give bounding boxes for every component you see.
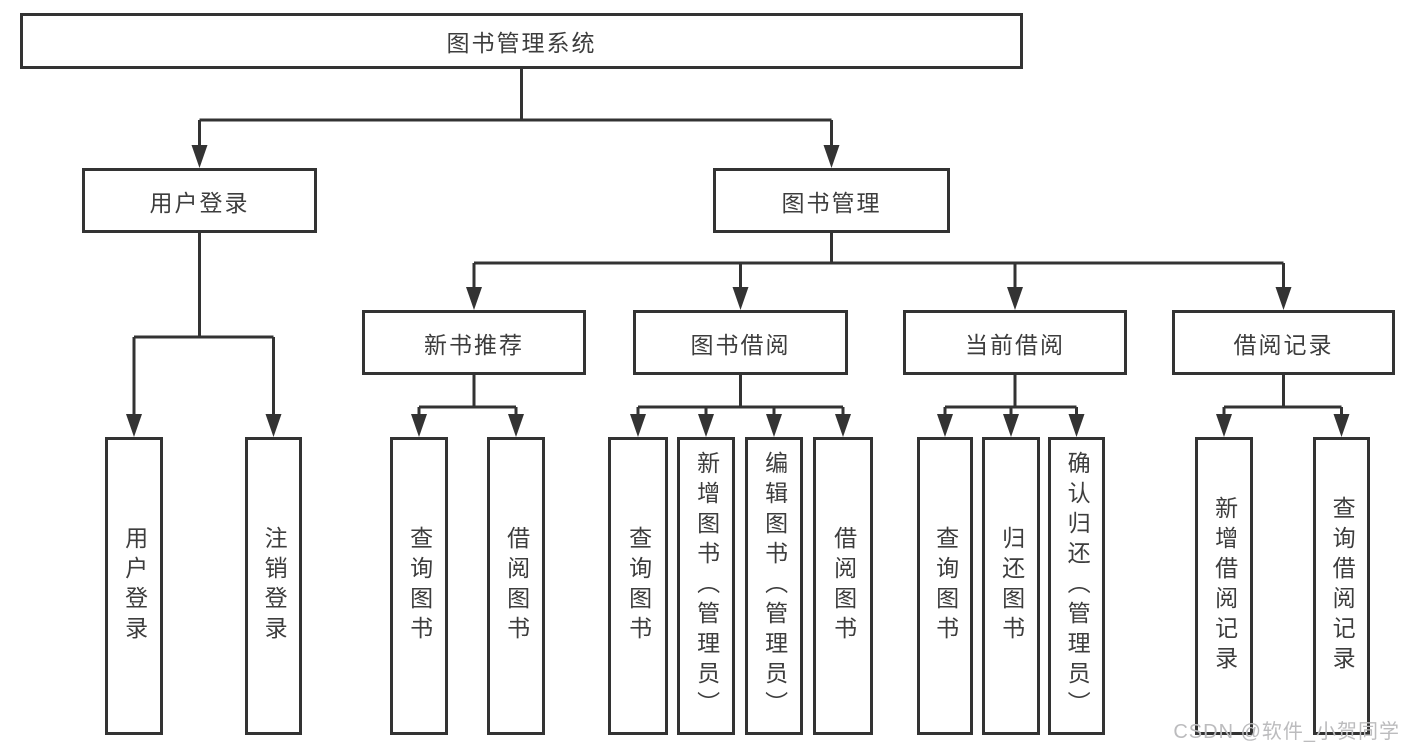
node-edit-book-admin: 编辑图书（管理员） xyxy=(745,437,803,735)
arrow-down-icon xyxy=(937,414,953,437)
node-confirm-return-admin: 确认归还（管理员） xyxy=(1048,437,1105,735)
arrow-down-icon xyxy=(265,414,282,437)
arrow-down-icon xyxy=(1007,287,1023,310)
connector-path xyxy=(132,69,1343,416)
node-add-book-admin: 新增图书（管理员） xyxy=(677,437,735,735)
arrow-down-icon xyxy=(508,414,524,437)
arrow-down-icon xyxy=(835,414,851,437)
node-query-books-borrowing: 查询图书 xyxy=(608,437,668,735)
arrow-down-icon xyxy=(1333,414,1350,437)
node-borrow-books-borrowing: 借阅图书 xyxy=(813,437,873,735)
arrow-down-icon xyxy=(1275,287,1292,310)
node-book-management-branch: 图书管理 xyxy=(713,168,950,233)
arrow-down-icon xyxy=(630,414,646,437)
arrow-down-icon xyxy=(698,414,714,437)
node-library-system: 图书管理系统 xyxy=(20,13,1023,69)
arrow-down-icon xyxy=(823,145,840,168)
node-new-book-recommendation: 新书推荐 xyxy=(362,310,586,375)
node-query-borrow-record: 查询借阅记录 xyxy=(1313,437,1370,735)
node-user-login-branch: 用户登录 xyxy=(82,168,317,233)
node-current-borrowing: 当前借阅 xyxy=(903,310,1127,375)
arrow-down-icon xyxy=(191,145,208,168)
arrow-down-icon xyxy=(411,414,427,437)
node-book-borrowing: 图书借阅 xyxy=(633,310,848,375)
arrow-down-icon xyxy=(126,414,142,437)
node-logout: 注销登录 xyxy=(245,437,302,735)
arrow-down-icon xyxy=(1003,414,1019,437)
node-user-login: 用户登录 xyxy=(105,437,163,735)
watermark-text: CSDN @软件_小贺同学 xyxy=(1173,721,1400,743)
node-return-book: 归还图书 xyxy=(982,437,1040,735)
node-borrowing-records: 借阅记录 xyxy=(1172,310,1395,375)
node-add-borrow-record: 新增借阅记录 xyxy=(1195,437,1253,735)
node-query-books-current: 查询图书 xyxy=(917,437,973,735)
arrow-down-icon xyxy=(732,287,749,310)
arrow-down-icon xyxy=(1216,414,1232,437)
arrow-down-icon xyxy=(1068,414,1085,437)
arrow-down-icon xyxy=(766,414,782,437)
node-query-books-recommend: 查询图书 xyxy=(390,437,448,735)
arrow-down-icon xyxy=(466,287,482,310)
node-borrow-books-recommend: 借阅图书 xyxy=(487,437,545,735)
